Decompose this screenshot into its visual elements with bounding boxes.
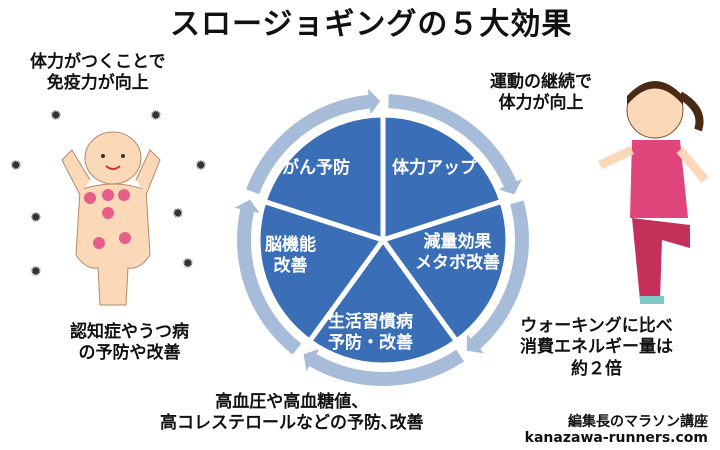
svg-text:✹: ✹ (150, 108, 162, 124)
credit: 編集長のマラソン講座 kanazawa-runners.com (525, 414, 708, 446)
svg-text:✹: ✹ (172, 206, 184, 222)
svg-text:✹: ✹ (195, 158, 207, 174)
jogging-woman-illustration (598, 81, 709, 304)
segment-cancer-prevention: がん予防 (282, 158, 350, 178)
callout-stamina: 運動の継続で 体力が向上 (490, 72, 592, 114)
cycle-arrow (388, 94, 523, 195)
svg-text:✹: ✹ (182, 256, 194, 272)
segment-brain-function: 脳機能 改善 (265, 235, 316, 277)
germ-icons: ✹ ✹ ✹ ✹ ✹ ✹ ✹ ✹ (10, 108, 207, 280)
svg-text:✹: ✹ (30, 264, 42, 280)
svg-text:✹: ✹ (30, 210, 42, 226)
immune-person-illustration: ✹ ✹ ✹ ✹ ✹ ✹ ✹ ✹ (10, 108, 207, 306)
cycle-wedge (260, 112, 386, 244)
callout-dementia: 認知症やうつ病 の予防や改善 (70, 322, 189, 364)
cycle-arrow (466, 200, 529, 354)
cycle-diagram (234, 88, 529, 386)
cycle-arrow (303, 348, 465, 386)
cycle-arrow (234, 199, 302, 355)
svg-text:✹: ✹ (10, 158, 22, 174)
svg-text:✹: ✹ (50, 108, 62, 124)
credit-url: kanazawa-runners.com (524, 429, 708, 446)
callout-immunity: 体力がつくことで 免疫力が向上 (30, 52, 166, 94)
segment-weight-loss: 減量効果 メタボ改善 (415, 232, 500, 274)
cycle-wedge (306, 235, 460, 368)
callout-lifestyle: 高血圧や高血糖値、 高コレステロールなどの予防､改善 (160, 392, 424, 434)
callout-energy: ウォーキングに比べ 消費エネルギー量は 約２倍 (520, 316, 673, 379)
cycle-arrow (246, 88, 381, 195)
cycle-wedge (255, 198, 388, 345)
segment-stamina-up: 体力アップ (392, 158, 477, 178)
cycle-wedge (378, 198, 511, 345)
credit-title: 編集長のマラソン講座 (568, 413, 708, 430)
page-title: スロージョギングの５大効果 (170, 7, 573, 42)
segment-lifestyle-disease: 生活習慣病 予防・改善 (328, 312, 413, 354)
